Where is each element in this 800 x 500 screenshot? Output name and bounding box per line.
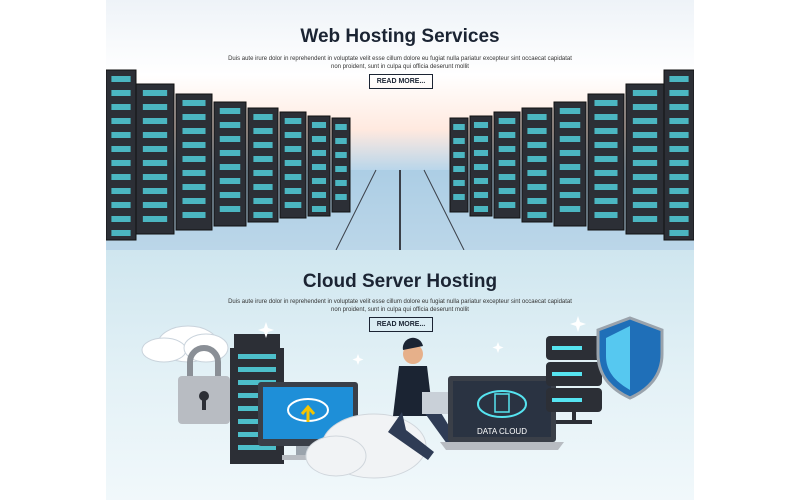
sparkle-icon (258, 316, 586, 365)
cloud-illustration: DATA CLOUD (141, 316, 664, 479)
document-cloud-icon (477, 390, 527, 418)
padlock-icon (178, 345, 230, 424)
cloud-hosting-banner: DATA CLOUD Cloud Server Hosting Duis aut… (106, 250, 694, 500)
laptop (440, 376, 564, 450)
server-room-illustration (106, 69, 694, 250)
web-hosting-description: Duis aute irure dolor in reprehendent in… (228, 56, 572, 70)
web-hosting-banner: Web Hosting Services Duis aute irure dol… (106, 0, 694, 250)
laptop-label: DATA CLOUD (477, 427, 527, 436)
web-hosting-read-more-button[interactable]: READ MORE... (369, 74, 433, 89)
cloud-hosting-description: Duis aute irure dolor in reprehendent in… (228, 299, 572, 313)
shield-icon (596, 316, 664, 400)
database-icon (546, 336, 602, 424)
cloud-hosting-read-more-button[interactable]: READ MORE... (369, 317, 433, 332)
cloud-hosting-title: Cloud Server Hosting (302, 271, 498, 292)
server-racks-left (106, 69, 351, 241)
upload-cloud-icon (287, 398, 329, 422)
web-hosting-title: Web Hosting Services (300, 26, 500, 47)
server-racks-right (449, 69, 694, 241)
